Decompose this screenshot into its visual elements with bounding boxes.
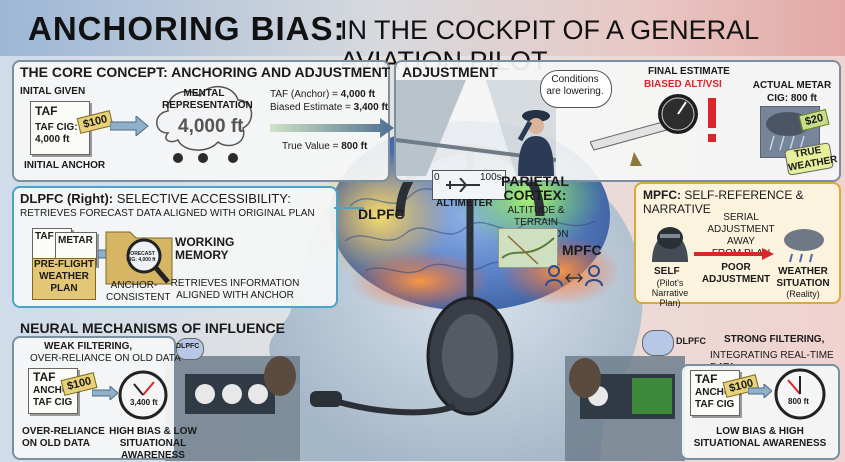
poor-adjustment-label: POOR ADJUSTMENT	[701, 262, 771, 285]
final-estimate-label: FINAL ESTIMATE	[648, 66, 730, 77]
over-reliance-label: OVER-RELIANCE ON OLD DATA	[22, 426, 105, 449]
neural-title: NEURAL MECHANISMS OF INFLUENCE	[20, 320, 285, 336]
altimeter-label: ALTIMETER	[436, 198, 493, 209]
biased-alt-label: BIASED ALT/VSI	[644, 79, 722, 90]
taf-anchor-value: 4,000 ft	[340, 89, 376, 100]
biased-estimate-label: Biased Estimate =	[270, 102, 354, 113]
biased-estimate-value: 3,400 ft	[353, 102, 389, 113]
biased-estimate-line: Biased Estimate = 3,400 ft	[270, 102, 388, 114]
gauge-right-icon	[774, 368, 826, 420]
mental-representation-label: MENTAL REPRESENTATION	[162, 88, 253, 111]
altimeter-100s: 100s	[480, 172, 502, 183]
pilot-icon	[517, 110, 554, 176]
page-title: ANCHORING BIAS:	[28, 10, 346, 47]
altimeter-zero: 0	[434, 172, 440, 183]
taf-anchor-paper-text: ANCHOR: TAF CIG	[33, 385, 81, 408]
thought-cloud-icon	[156, 86, 253, 163]
gauge-left-icon	[118, 370, 168, 420]
gauge-right-value: 800 ft	[788, 397, 809, 406]
retrieves-info-label: RETRIEVES INFORMATION ALIGNED WITH ANCHO…	[170, 278, 300, 301]
true-value-label: True Value =	[282, 141, 342, 152]
speech-bubble	[540, 70, 612, 108]
taf-cig-label: TAF CIG:	[35, 122, 78, 133]
small-brain-icon-right	[642, 330, 674, 356]
taf-anchor-paper-right-title: TAF	[695, 372, 718, 386]
anchor-consistent-label: ANCHOR- CONSISTENT	[106, 280, 171, 303]
altimeter-gauge-icon	[590, 94, 716, 166]
gauge-left-value: 3,400 ft	[130, 398, 158, 407]
mpfc-title-rest: SELF-REFERENCE & NARRATIVE	[643, 188, 804, 216]
gradient-arrow-icon	[270, 118, 394, 138]
dlpfc-title-rest: SELECTIVE ACCESSIBILITY:	[113, 191, 291, 206]
actual-metar-label: ACTUAL METAR	[752, 80, 832, 91]
initial-anchor-label: INITIAL ANCHOR	[24, 160, 106, 171]
core-concept-title: THE CORE CONCEPT: ANCHORING AND ADJUSTME…	[20, 64, 391, 80]
taf-anchor-line: TAF (Anchor) = 4,000 ft	[270, 89, 375, 101]
dlpfc-title-bold: DLPFC (Right):	[20, 191, 114, 206]
self-label: SELF	[654, 266, 680, 277]
strong-filtering-label: STRONG FILTERING,	[724, 334, 825, 345]
weather-sub-label: (Reality)	[786, 289, 820, 299]
taf-anchor-paper-title: TAF	[33, 370, 56, 384]
true-value-value: 800 ft	[341, 141, 368, 152]
taf-document: TAF TAF CIG: 4,000 ft	[30, 101, 90, 155]
weather-situation-label: WEATHER SITUATION	[776, 266, 830, 289]
working-memory-label: WORKING MEMORY	[175, 235, 235, 262]
pilot-helmet-icon	[652, 227, 688, 262]
weak-filtering-sub: OVER-RELIANCE ON OLD DATA	[30, 353, 181, 364]
dlpfc-subtitle: RETRIEVES FORECAST DATA ALIGNED WITH ORI…	[20, 208, 315, 219]
preflight-weather-plan: PRE-FLIGHT WEATHER PLAN	[32, 258, 96, 300]
small-brain-icon	[176, 338, 204, 360]
rain-cloud-icon	[784, 229, 824, 263]
taf-cig-value: 4,000 ft	[35, 134, 70, 145]
forecast-cig-label: FORECAST CIG: 4,000 ft	[126, 251, 156, 263]
high-bias-label: HIGH BIAS & LOW SITUATIONAL AWARENESS	[109, 426, 197, 461]
adjustment-title: ADJUSTMENT	[402, 64, 498, 80]
self-sub-label: (Pilot's Narrative Plan)	[651, 278, 689, 308]
dlpfc-connector-line	[334, 207, 364, 209]
altimeter-strip	[432, 170, 506, 200]
arrow-icon	[110, 116, 149, 136]
arrow-icon-left	[92, 386, 118, 400]
folder-magnifier-icon	[105, 231, 173, 285]
brain-mpfc-label: MPFC	[562, 242, 602, 258]
actual-cig-label: CIG: 800 ft	[766, 93, 817, 104]
airplane-icon	[446, 178, 480, 192]
taf-anchor-paper: TAF ANCHOR: TAF CIG	[28, 368, 81, 414]
dlpfc-title: DLPFC (Right): SELECTIVE ACCESSIBILITY:	[20, 191, 291, 206]
low-bias-label: LOW BIAS & HIGH SITUATIONAL AWARENESS	[693, 426, 827, 449]
taf-doc-label: TAF	[35, 104, 58, 118]
parietal-cortex-label: PARIETAL CORTEX:	[501, 173, 569, 203]
weak-filtering-label: WEAK FILTERING,	[44, 341, 133, 352]
terrain-map-icon	[498, 228, 558, 268]
true-value-line: True Value = 800 ft	[282, 141, 367, 153]
brain-dlpfc-label: DLPFC	[358, 206, 405, 222]
self-other-icon	[545, 265, 603, 287]
small-dlpfc-label: DLPFC	[176, 343, 200, 350]
mpfc-title: MPFC: SELF-REFERENCE & NARRATIVE	[643, 188, 845, 216]
adjustment-arrow-icon	[694, 248, 774, 260]
initial-given-label: INITAL GIVEN	[20, 86, 86, 97]
speech-text: Conditions are lowering.	[546, 74, 604, 97]
title-bar	[0, 0, 845, 56]
taf-anchor-paper-right-text: ANCHOR: TAF CIG	[695, 387, 743, 410]
small-dlpfc-label-right: DLPFC	[676, 336, 706, 346]
mental-representation-value: 4,000 ft	[178, 116, 244, 137]
mpfc-title-bold: MPFC:	[643, 188, 681, 202]
taf-anchor-label: TAF (Anchor) =	[270, 89, 341, 100]
arrow-icon-right	[748, 384, 772, 398]
